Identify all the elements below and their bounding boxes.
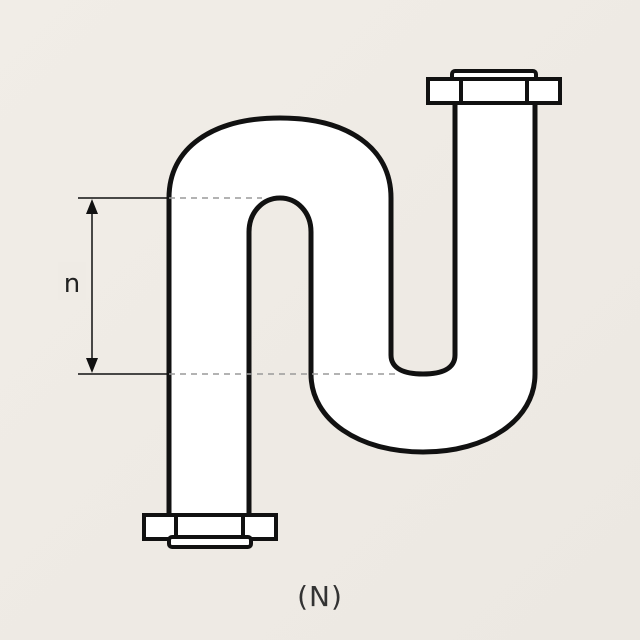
bottom-flange-nut (142, 513, 278, 549)
dimension-label-bg (58, 262, 86, 300)
pipe-outer-outline (166, 97, 538, 523)
dimension-arrow-bottom (86, 358, 98, 373)
figure-caption: (N) (297, 580, 343, 613)
dimension-label: n (64, 269, 80, 299)
top-flange-nut (426, 69, 562, 105)
dimension-arrow-top (86, 199, 98, 214)
